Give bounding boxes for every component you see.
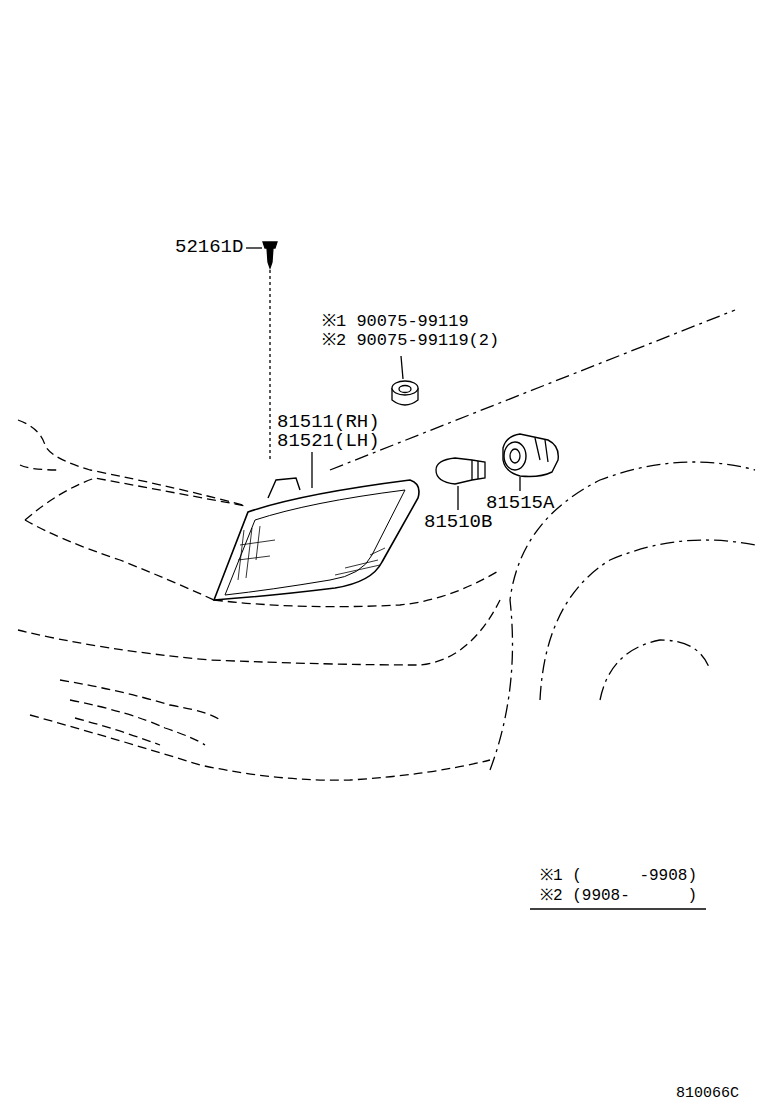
part-number: 81521(LH) — [277, 432, 380, 451]
screw — [267, 248, 273, 268]
bumper-line — [30, 715, 490, 780]
bulb — [436, 458, 485, 484]
hood-line — [18, 420, 246, 506]
lamp-bracket — [268, 478, 300, 498]
headlamp-outline — [25, 520, 214, 600]
wheel-hub — [600, 640, 710, 700]
leader-line — [519, 477, 520, 491]
wheel — [540, 540, 755, 700]
table-rule — [530, 908, 706, 909]
bumper-line — [18, 600, 500, 665]
bulb — [472, 460, 478, 480]
leader-line — [269, 270, 270, 462]
socket — [510, 449, 520, 463]
lens-pattern — [238, 526, 385, 580]
body-line — [20, 465, 60, 470]
socket — [503, 434, 558, 477]
socket — [504, 442, 526, 470]
leader-line — [457, 486, 458, 510]
socket — [535, 438, 548, 462]
grommet — [399, 386, 411, 393]
lamp-lens — [225, 490, 405, 595]
bumper-grille — [60, 680, 220, 720]
part-number: 81510B — [424, 513, 492, 532]
leader-line — [311, 452, 312, 488]
part-number: 81515A — [486, 494, 554, 513]
bumper-grille — [70, 700, 205, 745]
part-number: 52161D — [175, 238, 243, 257]
leader-line — [401, 356, 403, 379]
leader-line — [246, 247, 262, 248]
diagram-code: 810066C — [676, 1086, 739, 1101]
applicability-note: ※2 (9908- ) — [540, 888, 697, 904]
screw — [263, 242, 277, 248]
headlamp-outline — [25, 478, 246, 520]
part-number: ※1 90075-99119 — [322, 313, 469, 330]
part-number: ※2 90075-99119(2) — [322, 332, 499, 349]
corner-lamp — [214, 480, 419, 600]
applicability-note: ※1 ( -9908) — [540, 868, 697, 884]
grommet — [392, 381, 418, 395]
part-number: 81511(RH) — [277, 413, 380, 432]
